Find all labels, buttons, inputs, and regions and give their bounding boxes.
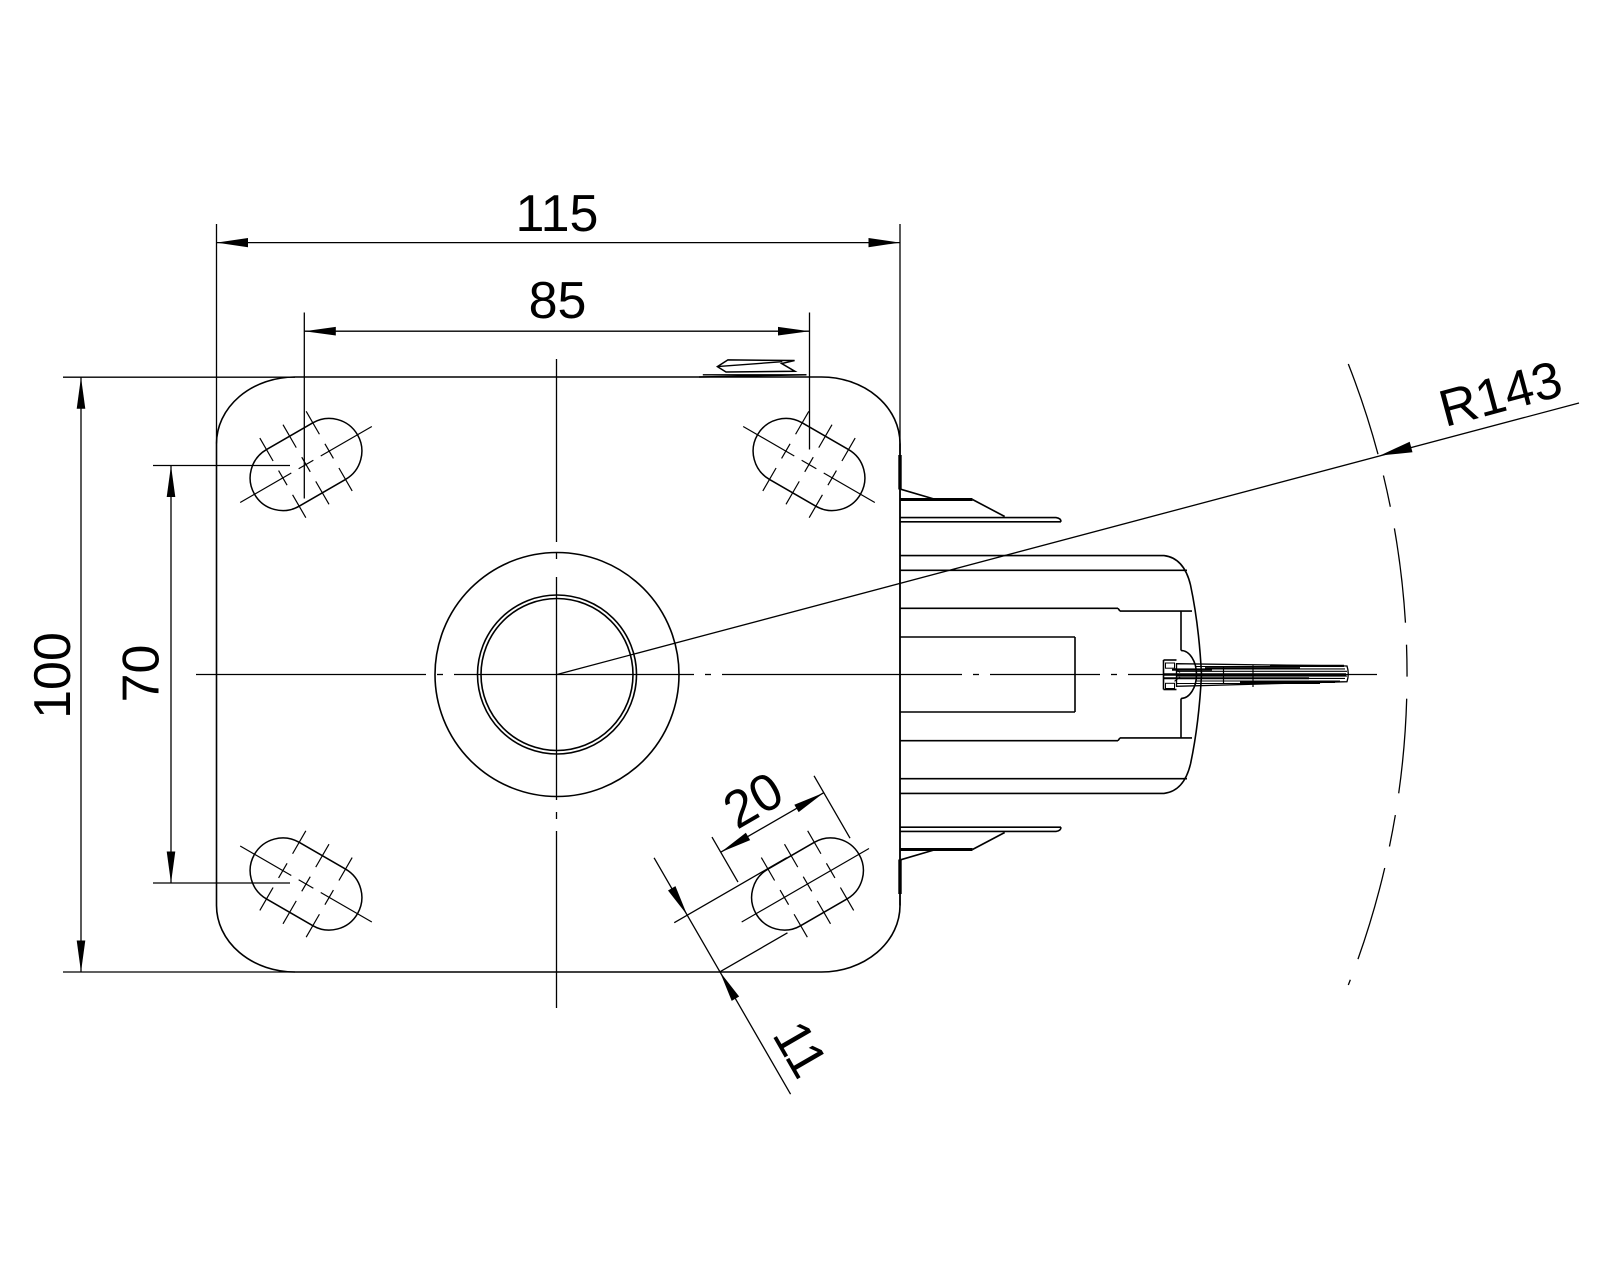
svg-text:100: 100 xyxy=(24,632,82,719)
svg-text:115: 115 xyxy=(516,185,599,243)
svg-text:85: 85 xyxy=(529,272,587,330)
svg-text:70: 70 xyxy=(113,645,171,703)
